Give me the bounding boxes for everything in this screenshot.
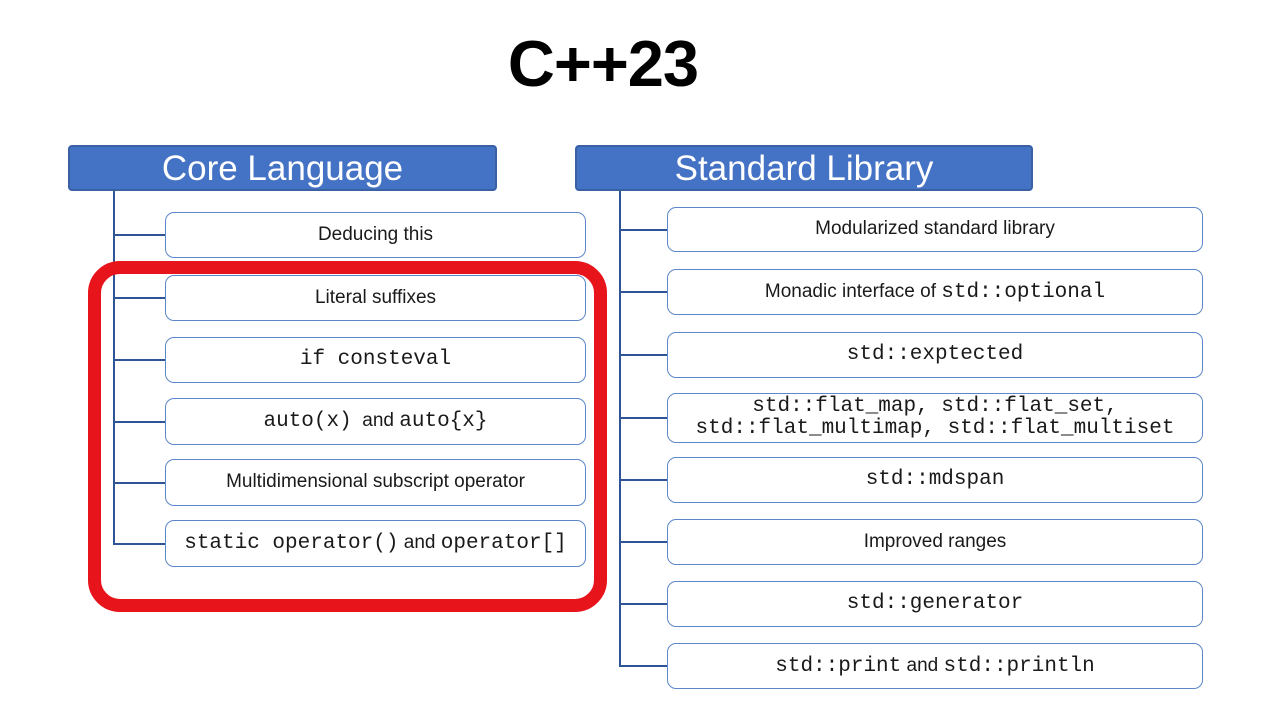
connector-line (619, 354, 667, 356)
plain-text: Deducing this (317, 223, 434, 245)
code-text: std::flat_map, std::flat_set, std::flat_… (695, 395, 1175, 440)
plain-text: and (901, 654, 944, 676)
feature-label: if consteval (171, 349, 580, 371)
feature-label: static operator() and operator[] (171, 532, 580, 555)
feature-label: Literal suffixes (171, 287, 580, 310)
code-text: operator[] (440, 532, 567, 555)
feature-label: std::print and std::println (673, 655, 1197, 678)
code-text: std::println (943, 654, 1095, 678)
plain-text: Multidimensional subscript operator (226, 471, 525, 492)
connector-line (619, 603, 667, 605)
feature-label: Multidimensional subscript operator (171, 471, 580, 494)
code-text: std::generator (846, 592, 1024, 615)
standard-library-header: Standard Library (575, 145, 1033, 191)
connector-line (619, 479, 667, 481)
code-text: std::optional (941, 280, 1106, 304)
code-text: auto{x} (399, 410, 488, 433)
feature-box-standard-library-6: std::generator (667, 581, 1203, 627)
feature-box-standard-library-4: std::mdspan (667, 457, 1203, 503)
code-text: std::exptected (846, 343, 1024, 366)
code-text: std::mdspan (865, 468, 1005, 491)
feature-box-core-language-4: Multidimensional subscript operator (165, 459, 586, 506)
connector-line (619, 228, 667, 231)
feature-box-standard-library-0: Modularized standard library (667, 207, 1203, 252)
connector-line (619, 191, 621, 666)
plain-text: and (398, 532, 441, 553)
connector-line (619, 417, 667, 419)
feature-label: Improved ranges (673, 531, 1197, 554)
feature-label: Monadic interface of std::optional (673, 281, 1197, 304)
feature-label: std::mdspan (673, 469, 1197, 491)
slide-title: C++23 (507, 27, 699, 100)
connector-line (113, 297, 165, 299)
feature-label: std::generator (673, 593, 1197, 615)
plain-text: Monadic interface of (764, 280, 942, 302)
code-text: if consteval (299, 348, 452, 371)
connector-line (113, 420, 165, 423)
code-text: auto(x) (263, 410, 352, 433)
feature-label: Modularized standard library (673, 218, 1197, 241)
feature-box-core-language-0: Deducing this (165, 212, 586, 258)
connector-line (113, 542, 165, 545)
feature-box-core-language-2: if consteval (165, 337, 586, 383)
feature-label: std::exptected (673, 344, 1197, 366)
connector-line (619, 541, 667, 543)
feature-box-core-language-3: auto(x) and auto{x} (165, 398, 586, 445)
connector-line (619, 291, 667, 293)
feature-label: Deducing this (171, 224, 580, 247)
feature-box-standard-library-7: std::print and std::println (667, 643, 1203, 689)
feature-box-standard-library-2: std::exptected (667, 332, 1203, 378)
feature-box-standard-library-5: Improved ranges (667, 519, 1203, 565)
plain-text: Modularized standard library (815, 218, 1055, 239)
feature-label: std::flat_map, std::flat_set, std::flat_… (673, 396, 1197, 440)
code-text: static operator() (184, 532, 399, 555)
connector-line (113, 234, 165, 236)
feature-box-core-language-1: Literal suffixes (165, 275, 586, 321)
plain-text: and (351, 410, 400, 431)
connector-line (619, 665, 667, 667)
connector-line (113, 191, 115, 544)
plain-text: Literal suffixes (314, 286, 437, 308)
feature-box-standard-library-3: std::flat_map, std::flat_set, std::flat_… (667, 393, 1203, 443)
feature-box-core-language-5: static operator() and operator[] (165, 520, 586, 567)
feature-box-standard-library-1: Monadic interface of std::optional (667, 269, 1203, 315)
code-text: std::print (775, 654, 902, 678)
plain-text: Improved ranges (863, 530, 1007, 552)
connector-line (113, 359, 165, 361)
core-language-header: Core Language (68, 145, 497, 191)
highlight-rectangle (88, 261, 607, 612)
connector-line (113, 481, 165, 484)
feature-label: auto(x) and auto{x} (171, 410, 580, 433)
